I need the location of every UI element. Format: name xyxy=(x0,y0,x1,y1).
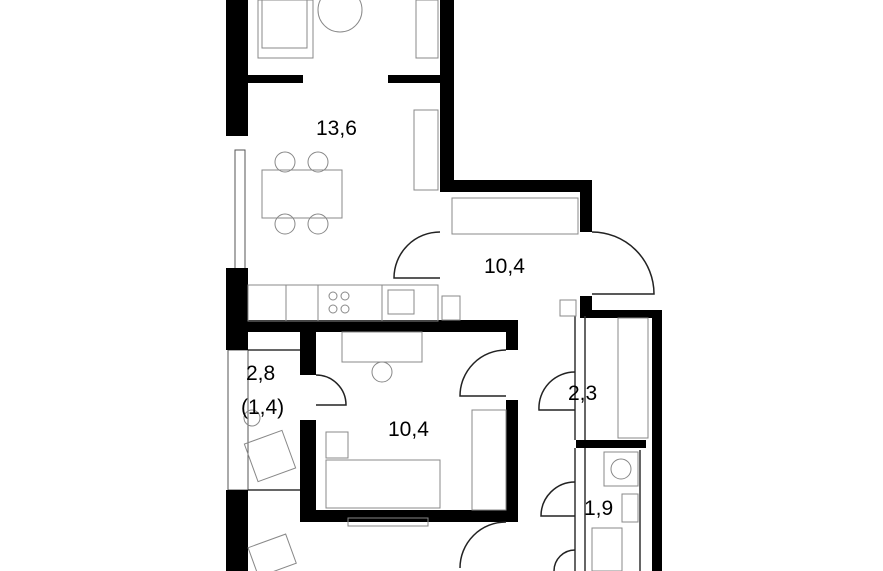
room-label-balcony: 2,8 xyxy=(246,362,276,385)
room-label-storage: 2,3 xyxy=(568,382,598,405)
walls xyxy=(226,0,662,571)
room-label-balcony-sub: (1,4) xyxy=(241,396,285,419)
furniture xyxy=(243,0,649,571)
room-label-hall: 10,4 xyxy=(484,255,525,278)
door-swings xyxy=(315,231,655,571)
room-label-bedroom: 10,4 xyxy=(388,418,429,441)
room-label-living: 13,6 xyxy=(316,117,357,140)
room-label-bathroom: 1,9 xyxy=(584,497,614,520)
